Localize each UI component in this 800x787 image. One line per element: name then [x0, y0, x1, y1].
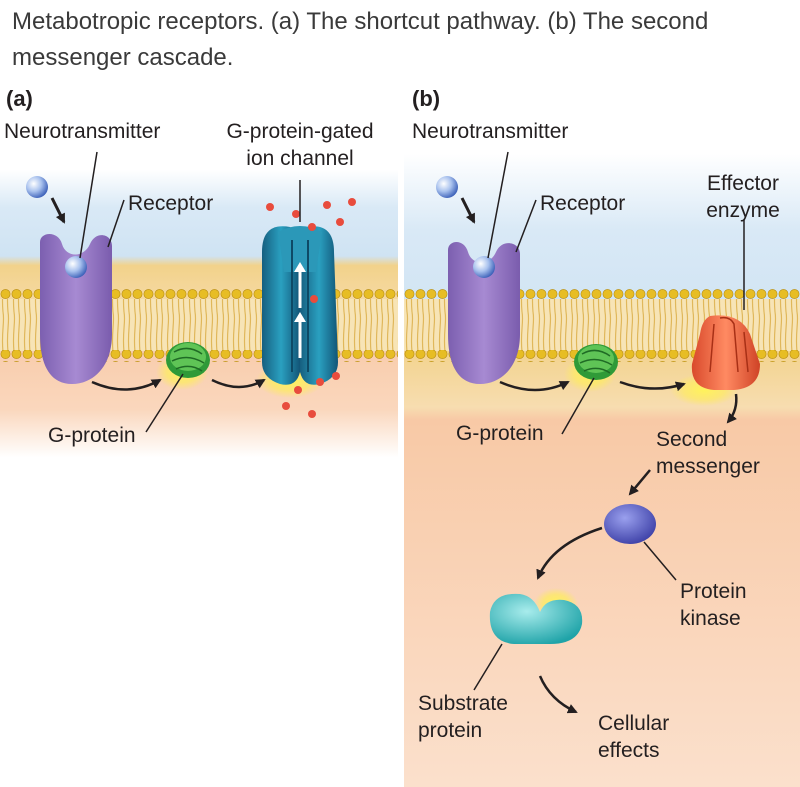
- label-effects-line1: Cellular: [598, 712, 670, 735]
- neurotransmitter-molecule: [436, 176, 458, 198]
- label-kinase-line2: kinase: [680, 607, 741, 630]
- label-substrate-line2: protein: [418, 719, 483, 742]
- leader-line: [79, 151, 98, 259]
- label-gprotein: G-protein: [48, 424, 136, 447]
- panel-a-illustration: [0, 112, 398, 592]
- panel-a: (a) Neurotransmitter G-protein-gated ion…: [0, 72, 398, 787]
- pathway-arrow: [726, 393, 738, 424]
- pathway-arrow: [538, 675, 578, 714]
- leader-line: [145, 373, 184, 433]
- leader-line: [643, 541, 677, 581]
- pathway-arrow: [628, 469, 651, 496]
- figure-caption: Metabotropic receptors. (a) The shortcut…: [12, 8, 709, 71]
- pathway-arrow: [619, 380, 686, 392]
- panel-b: (b) Neurotransmitter Receptor Effector e…: [404, 72, 800, 787]
- receptor-protein: [448, 242, 520, 384]
- ions-intracellular: [282, 372, 340, 418]
- leader-line: [473, 643, 503, 691]
- pathway-arrow: [536, 526, 603, 580]
- label-effector-line1: Effector: [707, 172, 779, 195]
- label-neurotransmitter: Neurotransmitter: [4, 120, 161, 143]
- ions-extracellular: [266, 198, 356, 231]
- ion: [310, 295, 318, 303]
- ion-flow-arrowhead: [294, 262, 306, 272]
- pathway-arrow: [499, 380, 570, 392]
- label-receptor: Receptor: [128, 192, 214, 215]
- leader-line: [487, 151, 509, 259]
- label-receptor: Receptor: [540, 192, 626, 215]
- panel-b-label: (b): [412, 86, 441, 111]
- label-effects-line2: effects: [598, 739, 660, 762]
- gprotein: [166, 342, 210, 378]
- label-substrate-line1: Substrate: [418, 692, 508, 715]
- bound-neurotransmitter: [473, 256, 495, 278]
- label-effector-line2: enzyme: [706, 199, 780, 222]
- protein-kinase: [604, 504, 656, 544]
- pathway-arrow: [91, 378, 162, 391]
- neurotransmitter-molecule: [26, 176, 48, 198]
- label-channel-line1: G-protein-gated: [226, 120, 374, 143]
- leader-line: [561, 377, 595, 435]
- effector-enzyme: [691, 315, 760, 390]
- bound-neurotransmitter: [65, 256, 87, 278]
- label-second-line2: messenger: [656, 455, 760, 478]
- ion-flow-arrowhead: [294, 312, 306, 322]
- label-channel-line2: ion channel: [246, 147, 354, 170]
- gprotein: [574, 344, 618, 380]
- pathway-arrow: [211, 378, 266, 389]
- binding-arrow: [50, 197, 66, 224]
- label-kinase-line1: Protein: [680, 580, 747, 603]
- label-neurotransmitter: Neurotransmitter: [412, 120, 569, 143]
- substrate-protein: [489, 593, 583, 644]
- receptor-protein: [40, 234, 112, 384]
- leader-line: [515, 199, 537, 253]
- label-gprotein: G-protein: [456, 422, 544, 445]
- leader-line: [107, 199, 125, 248]
- ion-channel: [262, 226, 338, 385]
- panel-a-label: (a): [6, 86, 33, 111]
- binding-arrow: [460, 197, 476, 224]
- panel-b-illustration: [404, 151, 800, 787]
- label-second-line1: Second: [656, 428, 728, 451]
